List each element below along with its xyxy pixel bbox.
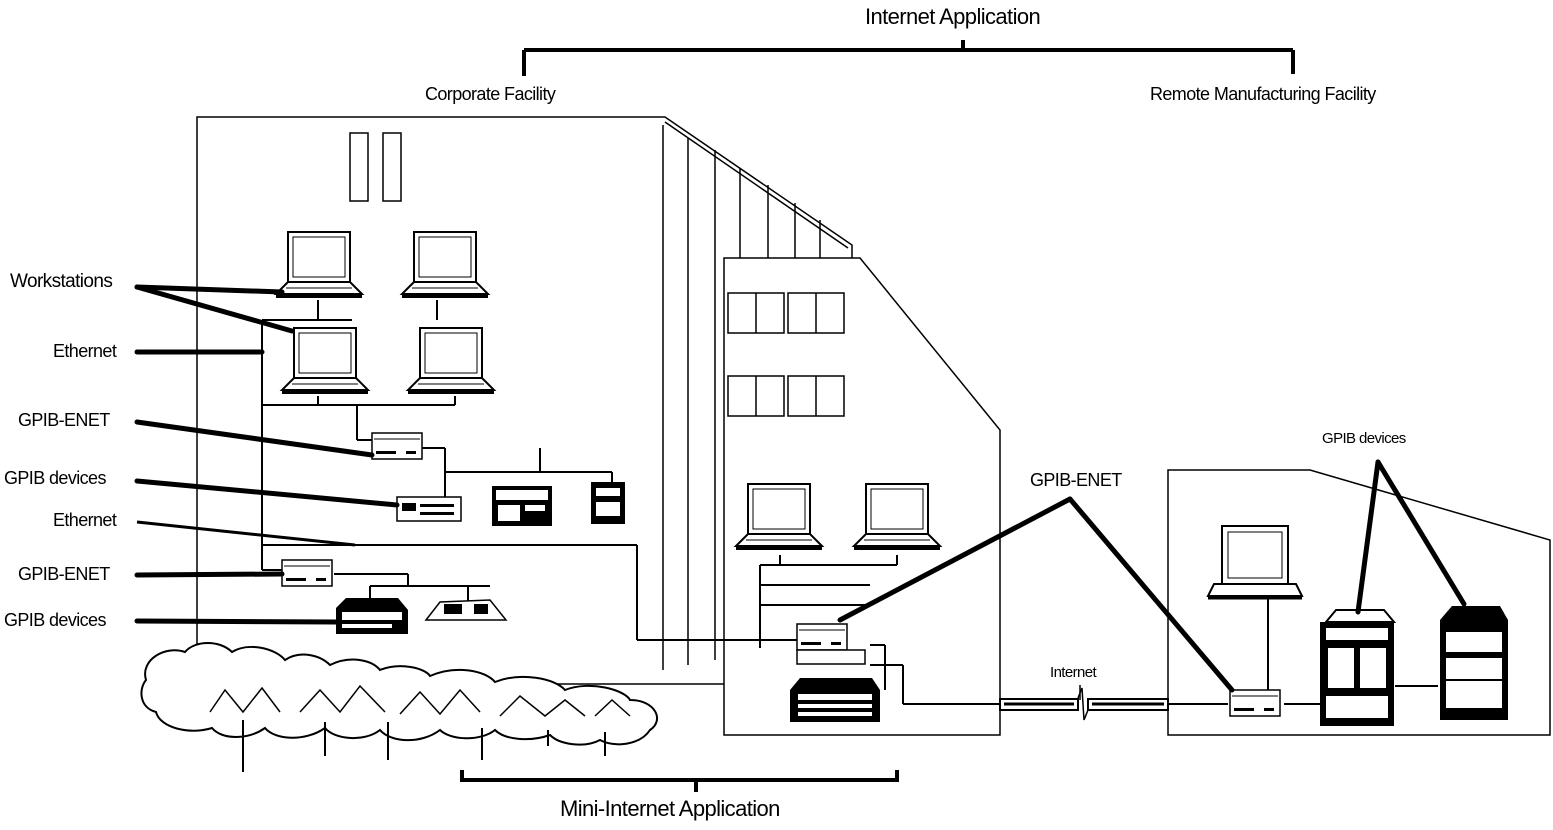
instrument-icon (424, 599, 508, 621)
gpib-enet-label: GPIB-ENET (18, 564, 110, 584)
instrument-icon (396, 496, 462, 522)
remote-gpib-devices-label: GPIB devices (1322, 430, 1406, 447)
cabinet-icon (1440, 606, 1508, 720)
workstation-icon (853, 483, 941, 551)
second-building-ethernet (759, 555, 1000, 705)
corporate-ethernet (261, 300, 797, 641)
workstation-icon (735, 483, 823, 551)
printer-icon (336, 598, 408, 634)
cabinet-icon (591, 482, 625, 524)
gpib-devices-label: GPIB devices (4, 610, 106, 630)
ethernet-pointer (136, 520, 356, 547)
internet-label: Internet (1050, 664, 1097, 681)
internet-link (999, 685, 1169, 721)
ethernet-label: Ethernet (53, 341, 117, 361)
remote-workstation-icon (1206, 525, 1304, 600)
gpib-enet-box-icon (1229, 689, 1281, 717)
workstation-icon (275, 231, 363, 299)
workstations-label: Workstations (10, 271, 113, 292)
instrument-icon (790, 678, 880, 722)
gpib-enet-box-icon (796, 649, 866, 665)
gpib-enet-box-icon (796, 623, 848, 651)
internet-application-bracket (522, 40, 1295, 76)
workstation-icon (281, 327, 369, 395)
gpib-enet-label: GPIB-ENET (18, 410, 110, 430)
gpib-enet-label-center: GPIB-ENET (1030, 470, 1122, 490)
ethernet-label: Ethernet (53, 510, 117, 530)
corporate-facility-label: Corporate Facility (425, 84, 556, 104)
remote-ethernet (1168, 598, 1438, 705)
internet-application-title: Internet Application (865, 4, 1041, 29)
gpib-devices-label: GPIB devices (4, 468, 106, 488)
cabinet-icon (1320, 609, 1397, 726)
gpib-enet-box-icon (281, 559, 333, 587)
gpib-enet-box-icon (371, 432, 423, 460)
remote-facility-label: Remote Manufacturing Facility (1150, 84, 1376, 104)
mini-internet-bracket (460, 770, 899, 792)
workstation-icon (401, 231, 489, 299)
remote-building (1167, 469, 1551, 736)
corporate-building (196, 116, 1001, 736)
label-pointers (134, 284, 1467, 693)
instrument-icon (492, 486, 552, 526)
workstation-icon (407, 327, 495, 395)
mini-internet-application-title: Mini-Internet Application (560, 796, 780, 821)
tree-icon (140, 642, 659, 772)
